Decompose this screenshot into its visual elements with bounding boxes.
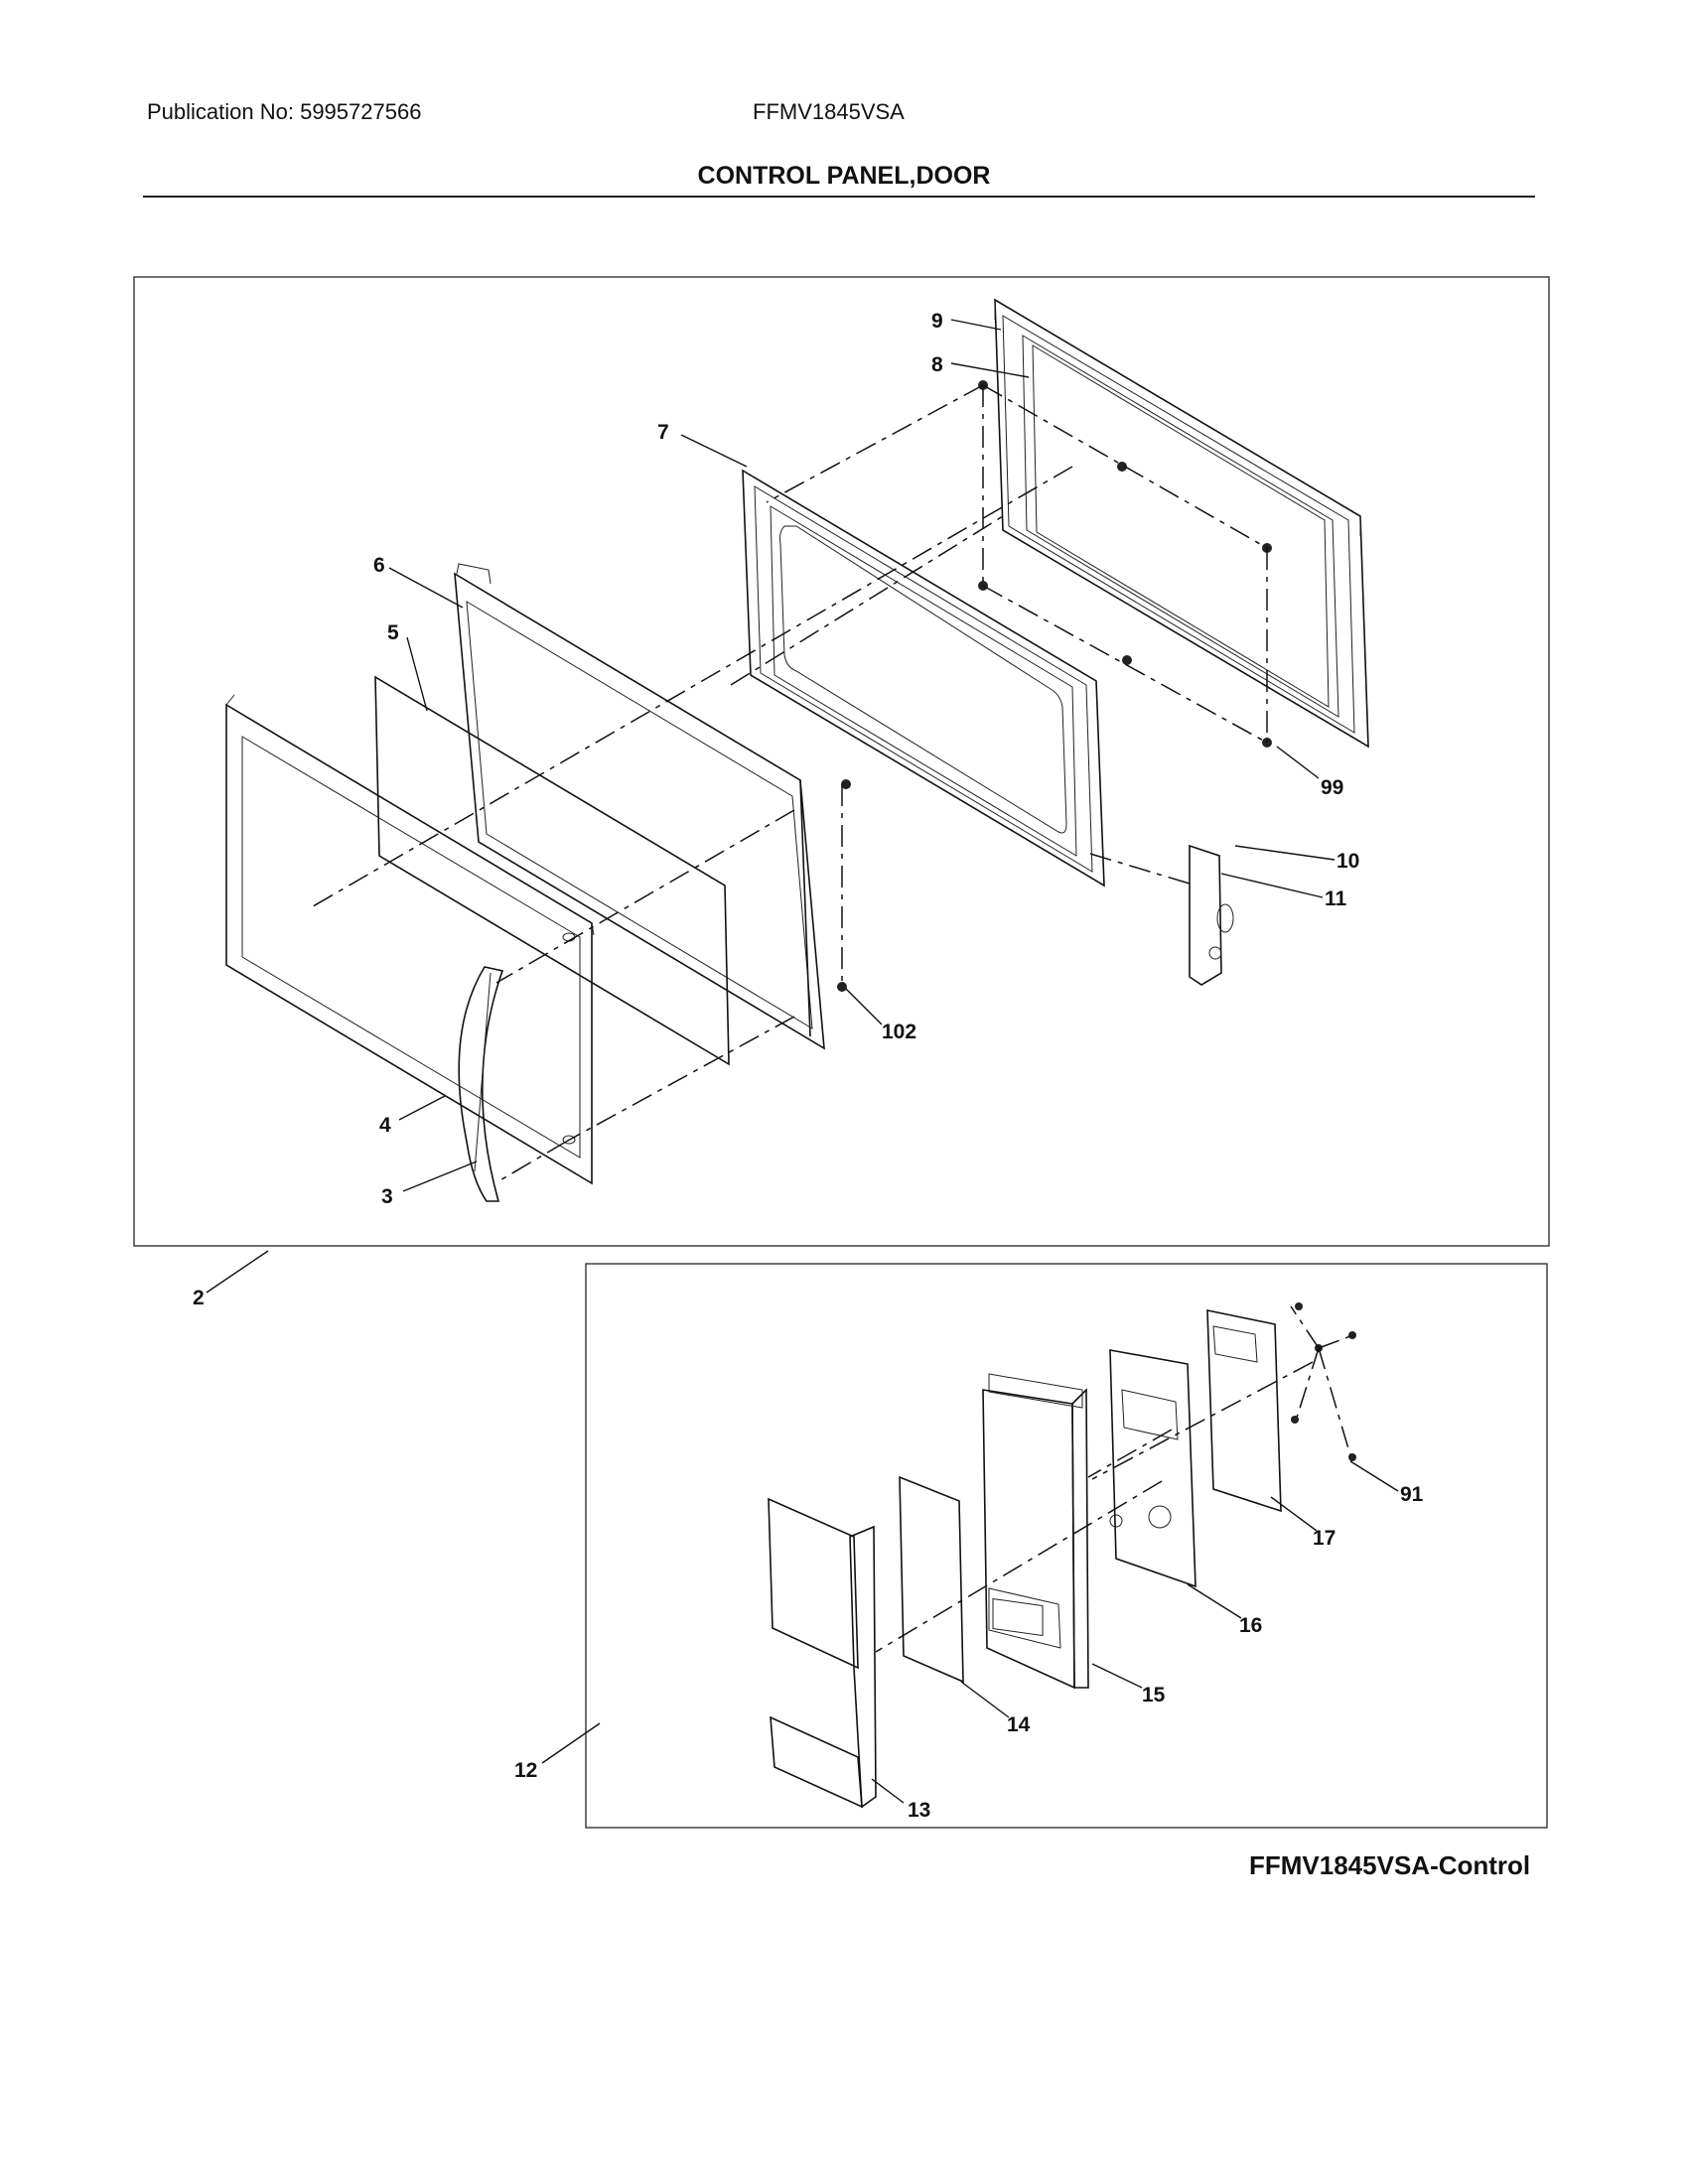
callout-91: 91 [1400,1483,1424,1506]
page-title: CONTROL PANEL,DOOR [0,162,1688,191]
callout-13: 13 [908,1799,930,1822]
part-16-control-board [1109,1349,1196,1588]
part-14-membrane [899,1475,964,1684]
part-10-11-latch [1189,844,1234,986]
screw-markers-control [1291,1302,1356,1461]
callout-14: 14 [1007,1713,1031,1736]
door-assembly-frame [133,276,1550,1247]
part-15-control-housing [982,1373,1089,1690]
part-5-glass-sheet [374,675,730,1066]
part-4-front-panel [225,694,595,1185]
callout-10: 10 [1336,850,1359,873]
callout-99: 99 [1321,776,1343,799]
callout-12: 12 [514,1759,537,1782]
callout-3: 3 [381,1185,393,1208]
control-assembly-lines [875,1305,1351,1653]
screw-markers-door [837,380,1272,992]
callout-4: 4 [379,1114,391,1137]
callout-8: 8 [931,353,943,376]
page-title-text: CONTROL PANEL,DOOR [697,162,991,190]
door-assembly-lines [307,384,1268,1182]
callout-9: 9 [931,310,943,333]
publication-number: Publication No: 5995727566 [147,99,422,124]
callout-17: 17 [1313,1527,1336,1550]
callout-2: 2 [193,1287,205,1309]
part-6-door-panel [454,563,825,1050]
callout-102: 102 [882,1021,916,1043]
control-panel-frame [585,1263,1548,1829]
header-divider [143,196,1535,198]
part-13-control-trim [768,1497,877,1809]
model-number: FFMV1845VSA [753,99,905,124]
callout-16: 16 [1239,1614,1262,1637]
diagram-footer-label: FFMV1845VSA-Control [1249,1850,1531,1880]
callout-11: 11 [1325,887,1347,910]
leader-lines [206,319,1399,1804]
callout-5: 5 [387,621,399,644]
callout-6: 6 [373,554,385,577]
part-9-door-frame [994,298,1369,749]
callout-15: 15 [1142,1684,1166,1706]
part-3-door-handle [458,966,504,1202]
part-7-inner-door [742,469,1105,887]
callout-labels: 9 8 7 6 5 99 10 11 102 4 3 2 91 17 16 15… [193,310,1424,1822]
part-17-bracket [1206,1309,1282,1513]
callout-7: 7 [657,421,669,444]
part-8-door-glass [1032,344,1330,708]
